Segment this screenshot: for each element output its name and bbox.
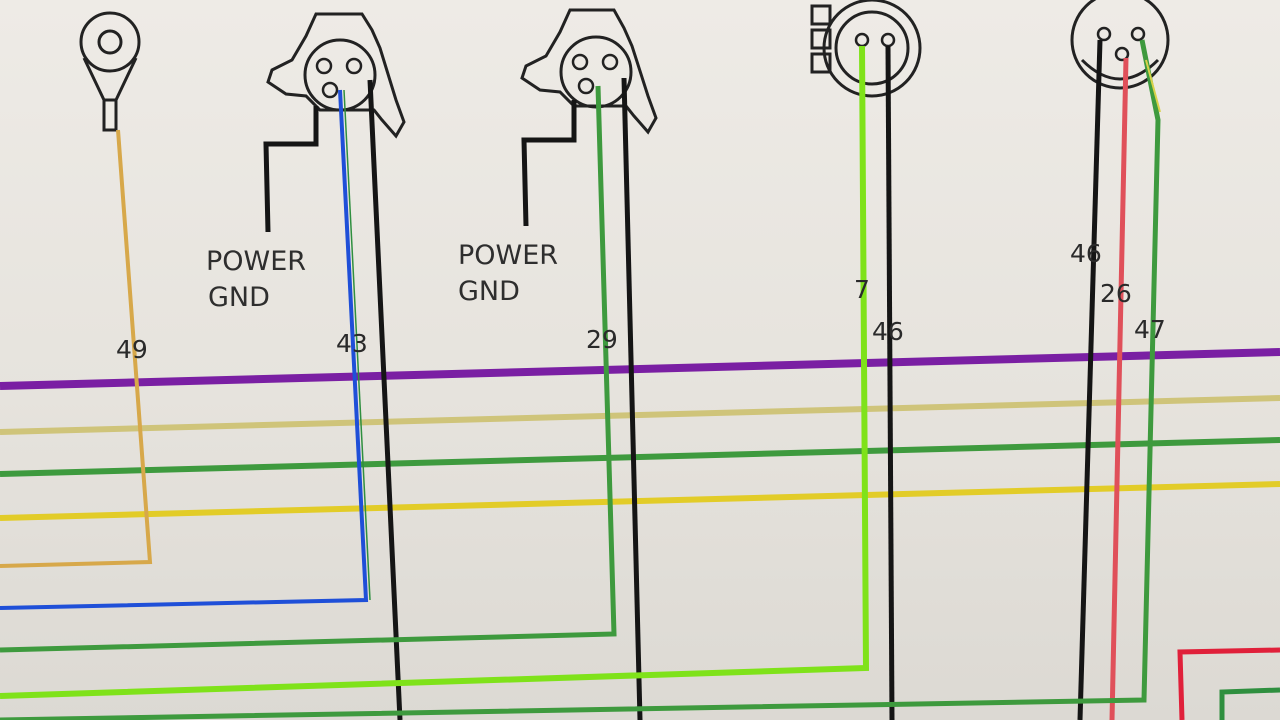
wire-green-bottom-right: [1219, 687, 1280, 720]
connector-5: [1070, 0, 1170, 90]
connector-2: [266, 12, 406, 139]
wire-number-43: 43: [336, 329, 368, 358]
gnd-label-2: GND: [458, 276, 520, 307]
ring-terminal-connector: [79, 11, 141, 132]
gnd-label-1: GND: [208, 282, 270, 313]
wire-47: [0, 39, 1161, 720]
wire-46-connector-4: [885, 45, 895, 720]
wire-46-connector-5: [1077, 39, 1103, 720]
wire-number-46-b: 46: [1070, 239, 1102, 268]
bus-wire-green: [0, 437, 1280, 477]
wire-number-7: 7: [854, 275, 870, 304]
wire-47-tracer: [1145, 59, 1161, 113]
wire-number-29: 29: [586, 325, 618, 354]
wire-43: [0, 89, 369, 610]
bus-wire-tan: [0, 395, 1280, 435]
power-gnd-wire-1: [263, 106, 319, 233]
power-gnd-wire-2: [521, 100, 577, 227]
power-label-1: POWER: [206, 246, 306, 277]
wire-number-46-a: 46: [872, 317, 904, 346]
connector-3: [520, 8, 658, 135]
wire-43-tracer: [343, 89, 371, 601]
bus-wire-yellow: [0, 481, 1280, 521]
wire-number-26: 26: [1100, 279, 1132, 308]
wire-red-bottom-right: [1177, 647, 1280, 720]
wire-7: [0, 45, 870, 699]
power-label-2: POWER: [458, 240, 558, 271]
wire-49: [0, 129, 153, 568]
wire-black-2: [621, 77, 643, 720]
wire-number-47: 47: [1134, 315, 1166, 344]
wire-26: [1109, 57, 1129, 720]
connector-4: [810, 0, 922, 98]
wire-black-1: [367, 79, 403, 720]
wire-29: [0, 85, 617, 653]
bus-wire-purple: [0, 348, 1280, 390]
wire-number-49: 49: [116, 335, 148, 364]
